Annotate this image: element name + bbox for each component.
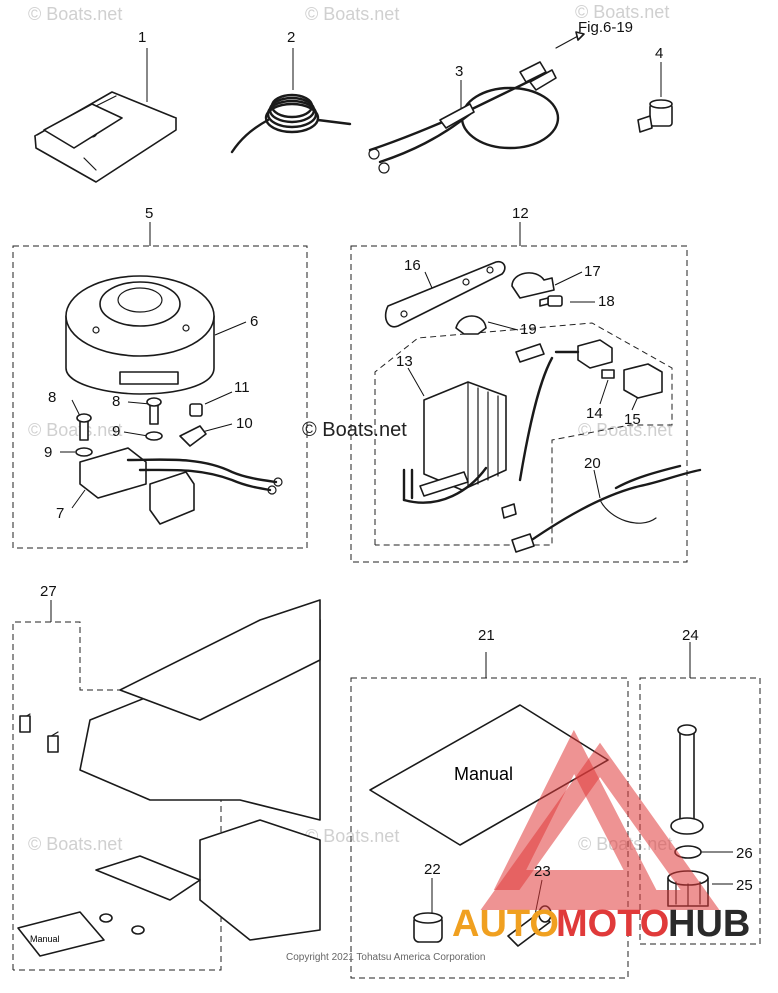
- label-27: 27: [40, 583, 57, 600]
- label-12: 12: [512, 205, 529, 222]
- part-17-clip: [511, 272, 555, 299]
- label-2: 2: [287, 29, 295, 46]
- watermark-text: © Boats.net: [28, 420, 122, 440]
- group-box-24: [639, 677, 761, 945]
- label-10: 10: [236, 415, 253, 432]
- part-8-screws: [76, 397, 162, 441]
- part-19-clamp: [455, 315, 487, 335]
- label-11: 11: [234, 379, 250, 396]
- part-24-tube: [670, 724, 704, 835]
- logo-text-auto: AUTO: [452, 903, 559, 945]
- part-6-flywheel: [65, 275, 215, 395]
- part-4-cap: [637, 99, 673, 133]
- part-7-coils: [79, 447, 283, 525]
- label-8-right: 8: [112, 393, 120, 410]
- part-number-labels: 1 2 3 4 5 6 7 8 8 9 9 10 11 12 13 14 15 …: [40, 29, 753, 894]
- label-17: 17: [584, 263, 601, 280]
- label-19: 19: [520, 321, 537, 338]
- label-5: 5: [145, 205, 153, 222]
- label-3: 3: [455, 63, 463, 80]
- group-box-21: [350, 677, 629, 979]
- part-3-wire-harness: Fig.6-19: [368, 19, 633, 174]
- label-4: 4: [655, 45, 663, 62]
- part-1-tool-pouch: [34, 91, 177, 183]
- figure-reference: Fig.6-19: [578, 19, 633, 36]
- part-9-washers: [75, 431, 163, 457]
- watermark-text: © Boats.net: [28, 834, 122, 854]
- label-25: 25: [736, 877, 753, 894]
- label-24: 24: [682, 627, 699, 644]
- part-10-clamp: [179, 425, 207, 447]
- label-16: 16: [404, 257, 421, 274]
- manual-small-label: Manual: [30, 934, 60, 944]
- logo-text-moto: MOTO: [556, 903, 669, 945]
- label-20: 20: [584, 455, 601, 472]
- group-box-12: [350, 245, 688, 563]
- watermark-text: © Boats.net: [305, 826, 399, 846]
- label-15: 15: [624, 411, 641, 428]
- part-18-bolt: [539, 295, 563, 307]
- label-1: 1: [138, 29, 146, 46]
- part-22-plug: [413, 912, 443, 943]
- label-13: 13: [396, 353, 413, 370]
- part-15-relay: [554, 339, 663, 399]
- part-27-mounting-set: Manual: [17, 599, 321, 957]
- watermark-text: © Boats.net: [305, 4, 399, 24]
- label-9-left: 9: [44, 444, 52, 461]
- group-outlines: [12, 245, 761, 979]
- group-box-27: [12, 621, 222, 971]
- label-23: 23: [534, 863, 551, 880]
- label-9-right: 9: [112, 423, 120, 440]
- copyright-text: Copyright 2021 Tohatsu America Corporati…: [286, 952, 485, 963]
- label-8-left: 8: [48, 389, 56, 406]
- part-20-wire: [511, 464, 702, 553]
- watermark-text: © Boats.net: [28, 4, 122, 24]
- logo-text-hub: HUB: [668, 903, 750, 945]
- part-16-plate: [384, 260, 506, 328]
- label-6: 6: [250, 313, 258, 330]
- manual-label: Manual: [454, 764, 513, 784]
- label-14: 14: [586, 405, 603, 422]
- logo-autmotohub: AUTO MOTO HUB: [452, 729, 750, 945]
- label-26: 26: [736, 845, 753, 862]
- part-11-bolt: [189, 403, 203, 417]
- label-22: 22: [424, 861, 441, 878]
- watermark-text: © Boats.net: [575, 2, 669, 22]
- part-2-coiled-wire: [230, 93, 352, 154]
- part-13-rectifier: [402, 343, 554, 519]
- label-21: 21: [478, 627, 495, 644]
- label-7: 7: [56, 505, 64, 522]
- group-box-13: [374, 322, 673, 546]
- group-box-5: [12, 245, 308, 549]
- label-18: 18: [598, 293, 615, 310]
- part-14-fuse: [601, 369, 615, 379]
- center-watermark: © Boats.net: [302, 419, 407, 441]
